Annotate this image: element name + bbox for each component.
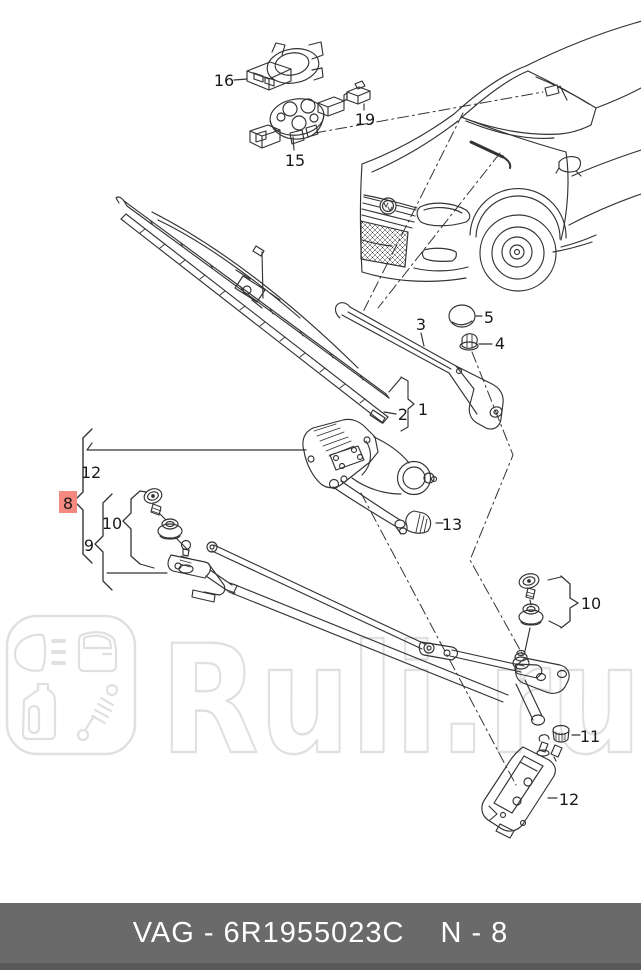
leader-2 [383,411,397,415]
callout-10-right: 10 [581,594,601,613]
callout-8: 8 [63,494,73,513]
nut-part-11 [550,724,570,762]
screw-grommet-set-10-right [518,573,544,652]
wiper-rubber-part-2 [115,196,390,399]
callout-labels: 16 19 15 3 5 4 1 2 12 8 10 9 13 10 11 12 [59,71,601,809]
callout-16: 16 [214,71,234,90]
nut-part-4 [459,333,479,351]
dash-car-to-arm [377,152,501,309]
wiper-motor-part-12 [302,418,438,535]
leader-10-left-bottom [139,563,155,569]
brace-10-left [122,490,141,565]
cap-part-13 [405,510,432,534]
footer-bar: VAG - 6R1955023C N - 8 [0,903,641,970]
watermark-logo [5,614,137,756]
callout-3: 3 [416,315,426,334]
vehicle-illustration [359,20,641,292]
callout-11: 11 [580,727,600,746]
callout-12-right: 12 [559,790,579,809]
leader-10-left-top [139,490,147,493]
leader-16 [233,78,248,81]
brace-9 [94,493,113,591]
bracket-1 [400,376,415,432]
mount-bracket-part-12 [481,734,556,839]
callout-4: 4 [495,334,505,353]
callout-leaders [73,78,581,799]
leader-3 [420,332,425,347]
shock-absorber-icon [76,683,119,742]
callout-1: 1 [418,400,428,419]
fog-light [421,247,457,262]
wiper-blade-part-1 [120,211,389,424]
callout-19: 19 [355,110,375,129]
callout-12-left: 12 [81,463,101,482]
watermark-text: Ruli.ru [160,614,641,788]
pointer-dash-lines [314,91,544,786]
oil-canister-icon [21,682,57,741]
sensor-bracket-part-16 [246,41,324,91]
watermark: Ruli.ru [5,613,641,789]
leader-10-right-top [547,576,562,581]
screw-grommet-set-10-left [143,488,190,552]
callout-15: 15 [285,151,305,170]
front-wheel [469,187,567,292]
dash-motor-to-bracket [360,492,517,786]
headlight-icon [13,633,66,672]
callout-8-highlighted: 8 [59,491,77,513]
callout-10-left: 10 [102,514,122,533]
headlight [416,202,471,227]
on-glass-wiper [469,140,505,159]
lower-grille-mesh [360,220,409,268]
footer-page-ref: N - 8 [440,916,509,949]
leader-10-right-bottom [548,620,562,628]
car-door-icon [77,631,118,673]
leader-1 [388,377,402,393]
dash-car-to-blade [362,112,464,313]
brace-10-right [560,575,579,629]
footer-part-number: VAG - 6R1955023C [132,916,405,949]
dash-sensor-to-windshield [314,91,544,134]
leader-12-left [86,442,307,451]
dash-arm-to-pivot [469,351,525,658]
rain-sensor-part-15 [249,96,345,149]
highlight-box [59,491,77,513]
callout-9: 9 [84,536,94,555]
side-mirror [555,156,582,177]
wiper-arm-part-3 [334,302,504,430]
cap-part-5 [448,304,476,328]
leader-15 [292,136,295,151]
callout-5: 5 [484,308,494,327]
connector-part-19 [343,80,371,105]
callout-2: 2 [398,405,408,424]
linkage-frame-part-9 [167,539,570,726]
callout-13: 13 [442,515,462,534]
windshield-sensor-square [544,84,560,97]
